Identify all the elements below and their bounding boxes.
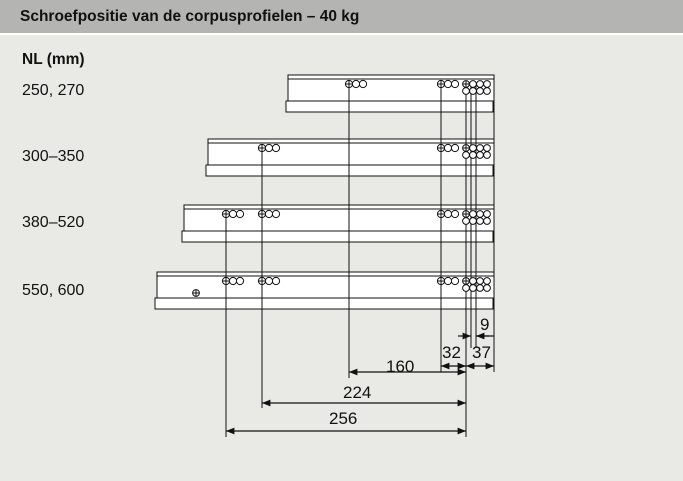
screw-group-224-2	[257, 209, 281, 219]
dim-label-9: 9	[480, 315, 489, 334]
page-title: Schroefpositie van de corpusprofielen – …	[20, 8, 360, 25]
screw-group-256-2	[221, 209, 245, 219]
header-bar: Schroefpositie van de corpusprofielen – …	[0, 0, 683, 35]
screw-group-32-1	[436, 143, 460, 153]
screw-front-single	[192, 289, 200, 297]
screw-group-32-0	[436, 79, 460, 89]
screw-group-32-2	[436, 209, 460, 219]
screw-group-224-1	[257, 143, 281, 153]
row-label-300-350: 300–350	[22, 148, 85, 165]
profile-flange-0	[285, 100, 494, 113]
screw-group-160	[344, 79, 368, 89]
screw-cluster-rear-3	[462, 277, 491, 292]
profile-flange-3	[154, 297, 494, 310]
dim-label-37: 37	[472, 343, 491, 362]
screw-cluster-rear-1	[462, 144, 491, 159]
row-label-550-600: 550, 600	[22, 282, 85, 299]
column-header-nl: NL (mm)	[22, 51, 85, 68]
dim-label-32: 32	[442, 343, 461, 362]
dim-label-224: 224	[343, 383, 371, 402]
screw-cluster-rear-2	[462, 210, 491, 225]
screw-group-256-3	[221, 276, 245, 286]
profile-flange-2	[181, 230, 494, 243]
row-label-380-520: 380–520	[22, 214, 85, 231]
row-label-250-270: 250, 270	[22, 82, 85, 99]
screw-group-224-3	[257, 276, 281, 286]
screw-cluster-rear-0	[462, 80, 491, 95]
dim-label-160: 160	[386, 357, 414, 376]
dim-label-256: 256	[329, 409, 357, 428]
screw-group-32-3	[436, 276, 460, 286]
